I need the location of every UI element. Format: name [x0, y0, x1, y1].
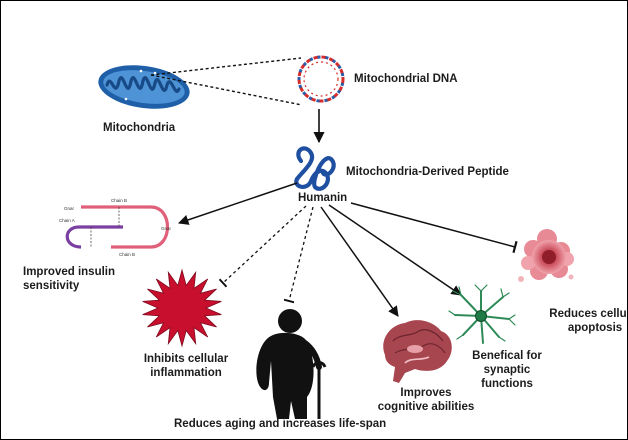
aging-label: Reduces aging and increases life-span	[174, 418, 387, 430]
zoom-lines	[150, 57, 303, 106]
inflammation-star-icon	[142, 268, 222, 348]
insulin-sensitivity-label: Improved insulin sensitivity	[23, 266, 116, 292]
cognitive-label: Improves cognitive abilities	[377, 387, 475, 413]
synaptic-label: Benefical for synaptic functions	[472, 350, 542, 390]
mitochondria-icon	[98, 65, 190, 109]
apoptotic-cell-icon	[518, 229, 574, 282]
mitochondria-derived-peptide-label: Mitochondria-Derived Peptide	[346, 166, 509, 178]
mitochondrial-dna-label: Mitochondrial DNA	[354, 73, 458, 85]
peptide-icon	[294, 146, 336, 191]
brain-icon	[383, 320, 452, 383]
insulin-chain-b-bottom-label: Chain B	[119, 252, 135, 257]
inflammation-label: Inhibits cellular inflammation	[143, 353, 229, 379]
humanin-label: Humanin	[298, 192, 348, 204]
insulin-chain-b-top-label: Chain B	[111, 198, 127, 203]
insulin-chain-a-label: Chain A	[59, 218, 75, 223]
mitochondria-label: Mitochondria	[103, 122, 176, 134]
insulin-end-right-label: Gnar	[161, 226, 172, 231]
neuron-icon	[448, 284, 516, 344]
apoptosis-label: Reduces cellular apoptosis	[539, 293, 626, 349]
insulin-end-left-label: Gnar	[64, 206, 75, 211]
elderly-person-icon	[256, 309, 327, 419]
outcome-arrows	[178, 182, 518, 317]
apoptosis-label-text: Reduces cellular apoptosis	[549, 308, 626, 334]
insulin-chain-icon: Chain B Chain A Chain B Gnar Gnar	[59, 198, 172, 257]
dna-ring-icon	[297, 55, 345, 103]
